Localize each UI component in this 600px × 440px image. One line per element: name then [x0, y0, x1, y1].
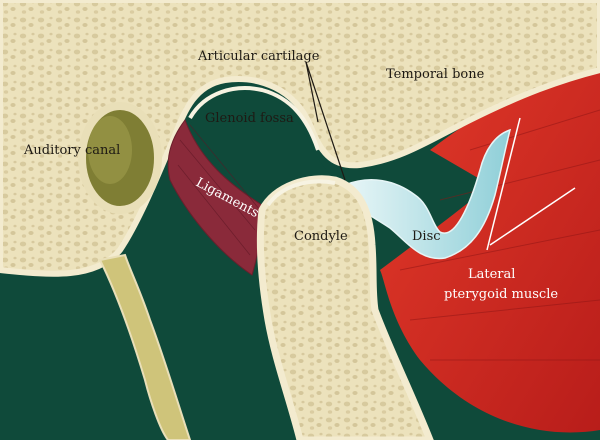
label-pterygoid-muscle: pterygoid muscle: [444, 287, 558, 302]
label-auditory-canal: Auditory canal: [23, 143, 120, 158]
styloid-process: [98, 253, 192, 440]
temporal-bone: [0, 0, 600, 277]
label-temporal-bone: Temporal bone: [386, 67, 485, 82]
label-condyle: Condyle: [294, 229, 348, 244]
lateral-pterygoid-muscle: [380, 60, 600, 433]
mandible-ramus: [256, 175, 434, 440]
condyle-cartilage: [266, 179, 336, 207]
label-glenoid-fossa: Glenoid fossa: [205, 111, 294, 126]
ligaments: [167, 118, 263, 276]
label-lateral: Lateral: [468, 267, 515, 282]
leader-line: [305, 61, 346, 181]
leader-line: [489, 187, 576, 246]
articular-disc: [344, 128, 512, 260]
auditory-canal-inner: [88, 116, 132, 184]
label-articular-cartilage: Articular cartilage: [197, 49, 320, 64]
ligament-fibers: [177, 124, 261, 256]
leader-line: [486, 117, 521, 251]
leader-line: [305, 61, 319, 123]
label-disc: Disc: [412, 229, 441, 244]
fossa-cartilage: [188, 86, 320, 151]
